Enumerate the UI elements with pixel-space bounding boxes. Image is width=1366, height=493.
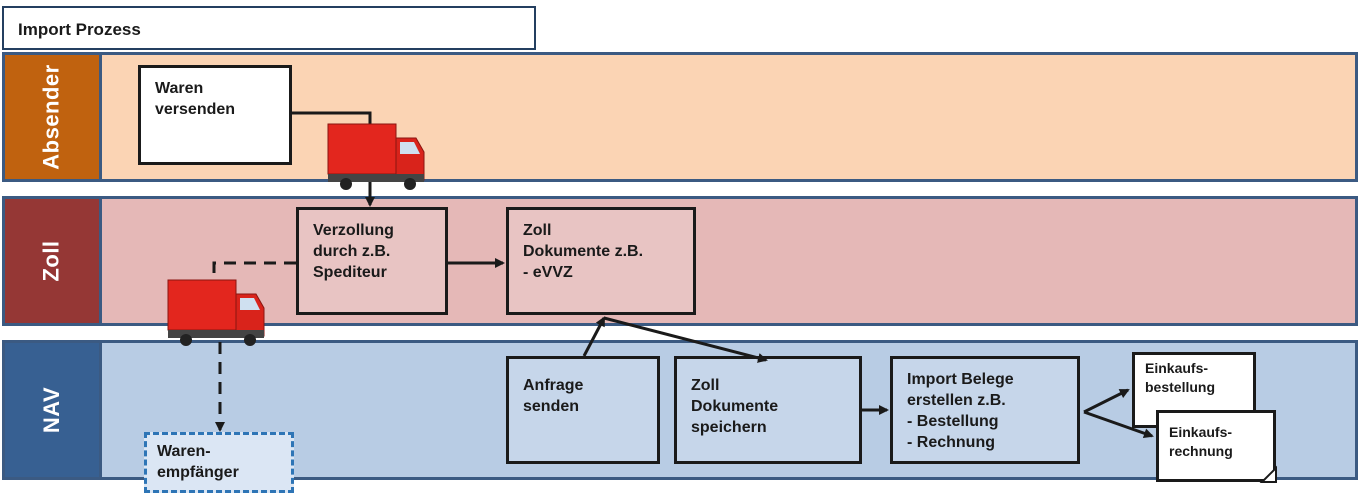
lane-absender: Absender [2, 52, 1358, 182]
lane-nav-label-cell: NAV [5, 343, 102, 477]
box-zoll-dokumente: Zoll Dokumente z.B. - eVVZ [506, 207, 696, 315]
doc-einkaufsrechnung: Einkaufs- rechnung [1156, 410, 1276, 482]
truck-icon [167, 279, 265, 346]
arrow-anfrage-to-dokumente [582, 316, 606, 357]
box-anfrage-senden: Anfrage senden [506, 356, 660, 464]
arrow-dokumente-to-speichern [603, 316, 768, 363]
folded-corner [1259, 465, 1277, 483]
truck-icon [327, 123, 425, 190]
arrow-import-to-rechnung [1083, 410, 1154, 439]
lane-absender-body [102, 55, 1355, 179]
process-title-box: Import Prozess [2, 6, 536, 50]
lane-absender-label-cell: Absender [5, 55, 102, 179]
process-title: Import Prozess [18, 20, 141, 39]
box-waren-versenden: Waren versenden [138, 65, 292, 165]
box-verzollung: Verzollung durch z.B. Spediteur [296, 207, 448, 315]
box-import-belege: Import Belege erstellen z.B. - Bestellun… [890, 356, 1080, 464]
box-warenempfaenger: Waren- empfänger [144, 432, 294, 493]
box-zoll-dokumente-speichern: Zoll Dokumente speichern [674, 356, 862, 464]
lane-zoll-label-cell: Zoll [5, 199, 102, 323]
arrow-import-to-bestellung [1083, 388, 1130, 414]
